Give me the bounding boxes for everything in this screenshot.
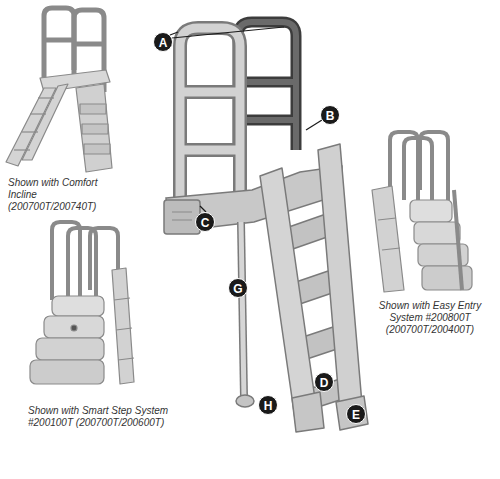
smart-step-picture — [30, 222, 134, 384]
base-foot — [164, 200, 200, 234]
pole-foot — [236, 395, 254, 407]
callout-letter: H — [258, 395, 278, 415]
comfort-incline-picture — [6, 8, 112, 172]
rear-pole — [241, 222, 244, 398]
callout-letter: B — [320, 105, 340, 125]
callout-letter: A — [153, 32, 173, 52]
step-ladder — [260, 144, 368, 432]
figure-caption: Shown with Comfort Incline (200700T/2007… — [8, 177, 108, 213]
callout-letter: E — [346, 404, 366, 424]
callout-letter: C — [195, 212, 215, 232]
figure-caption: Shown with Smart Step System #200100T (2… — [28, 405, 198, 429]
callout-letter: G — [228, 278, 248, 298]
callout-letter: D — [314, 372, 334, 392]
front-handrail — [180, 28, 240, 212]
leader-lines — [170, 27, 322, 212]
figure-caption: Shown with Easy Entry System #200800T (2… — [376, 300, 484, 336]
easy-entry-picture — [372, 132, 472, 292]
